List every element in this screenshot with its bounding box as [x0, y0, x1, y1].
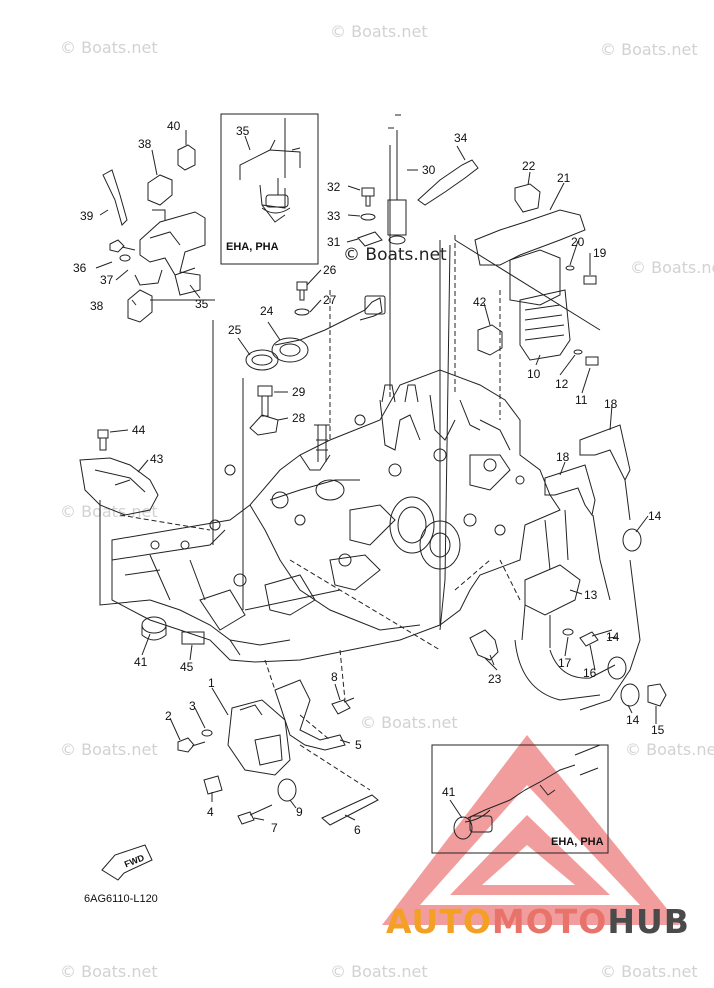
callout-13: 13: [584, 588, 598, 602]
callout-5: 5: [355, 738, 362, 752]
callout-32: 32: [327, 180, 341, 194]
callout-40: 40: [167, 119, 181, 133]
callout-23: 23: [488, 672, 502, 686]
callout-15: 15: [651, 723, 665, 737]
callout-41: 41: [134, 655, 148, 669]
reference-lines: [119, 200, 521, 791]
callout-42: 42: [473, 295, 487, 309]
brand-part-moto: MOTO: [491, 902, 608, 941]
callout-16: 16: [583, 666, 597, 680]
callout-14b: 14: [606, 630, 620, 644]
callout-3: 3: [189, 699, 196, 713]
callout-38: 38: [138, 137, 152, 151]
watermark: © Boats.net: [625, 740, 714, 759]
watermark: © Boats.net: [60, 962, 158, 981]
callout-35: 35: [236, 124, 250, 138]
callout-7: 7: [271, 821, 278, 835]
callout-2: 2: [165, 709, 172, 723]
watermark: © Boats.net: [330, 22, 428, 41]
callout-28: 28: [292, 411, 306, 425]
brand-triangle-logo: [382, 735, 680, 925]
callout-10: 10: [527, 367, 541, 381]
callout-30: 30: [422, 163, 436, 177]
brand-part-hub: HUB: [607, 902, 690, 941]
diagram-code: 6AG6110-L120: [84, 893, 158, 905]
callout-45: 45: [180, 660, 194, 674]
inset-35-note: EHA, PHA: [226, 241, 279, 253]
callout-14: 14: [648, 509, 662, 523]
callout-41b: 41: [442, 785, 456, 799]
callout-11: 11: [575, 393, 588, 407]
callout-31: 31: [327, 235, 341, 249]
brand-wordmark: AUTOMOTOHUB: [386, 902, 690, 941]
callout-26: 26: [323, 263, 337, 277]
callout-34: 34: [454, 131, 468, 145]
watermark: © Boats.net: [600, 40, 698, 59]
callout-25: 25: [228, 323, 242, 337]
callout-33: 33: [327, 209, 341, 223]
brand-part-auto: AUTO: [386, 902, 492, 941]
callout-9: 9: [296, 805, 303, 819]
watermark: © Boats.net: [60, 38, 158, 57]
watermark: © Boats.net: [60, 740, 158, 759]
watermark: © Boats.net: [330, 962, 428, 981]
callout-43: 43: [150, 452, 164, 466]
engine-block: [111, 369, 561, 663]
callout-14c: 14: [626, 713, 640, 727]
callout-4: 4: [207, 805, 214, 819]
part-35-bracket: [139, 211, 206, 296]
callout-29: 29: [292, 385, 306, 399]
callout-39: 39: [80, 209, 94, 223]
callout-1: 1: [208, 676, 215, 690]
fwd-arrow-icon: [101, 844, 153, 881]
callout-37: 37: [100, 273, 114, 287]
callout-24: 24: [260, 304, 274, 318]
callout-22: 22: [522, 159, 536, 173]
callout-8: 8: [331, 670, 338, 684]
callout-18: 18: [604, 397, 618, 411]
watermark: © Boats.net: [600, 962, 698, 981]
callout-35b: 35: [195, 297, 209, 311]
watermark: © Boats.net: [360, 713, 458, 732]
center-watermark: © Boats.net: [343, 245, 447, 265]
callout-38b: 38: [90, 299, 104, 313]
callout-27: 27: [323, 293, 337, 307]
callout-6: 6: [354, 823, 361, 837]
inset-box-35: [220, 113, 319, 265]
callout-21: 21: [557, 171, 571, 185]
callout-19: 19: [593, 246, 607, 260]
watermark: © Boats.net: [60, 502, 158, 521]
leader-lines: [95, 130, 657, 821]
inset-box-41: [431, 744, 609, 854]
callout-18b: 18: [556, 450, 570, 464]
inset-41-note: EHA, PHA: [551, 836, 604, 848]
watermark: © Boats.net: [630, 258, 714, 277]
callout-17: 17: [558, 656, 572, 670]
callout-12: 12: [555, 377, 569, 391]
callout-20: 20: [571, 235, 585, 249]
callout-36: 36: [73, 261, 87, 275]
callout-44: 44: [132, 423, 146, 437]
